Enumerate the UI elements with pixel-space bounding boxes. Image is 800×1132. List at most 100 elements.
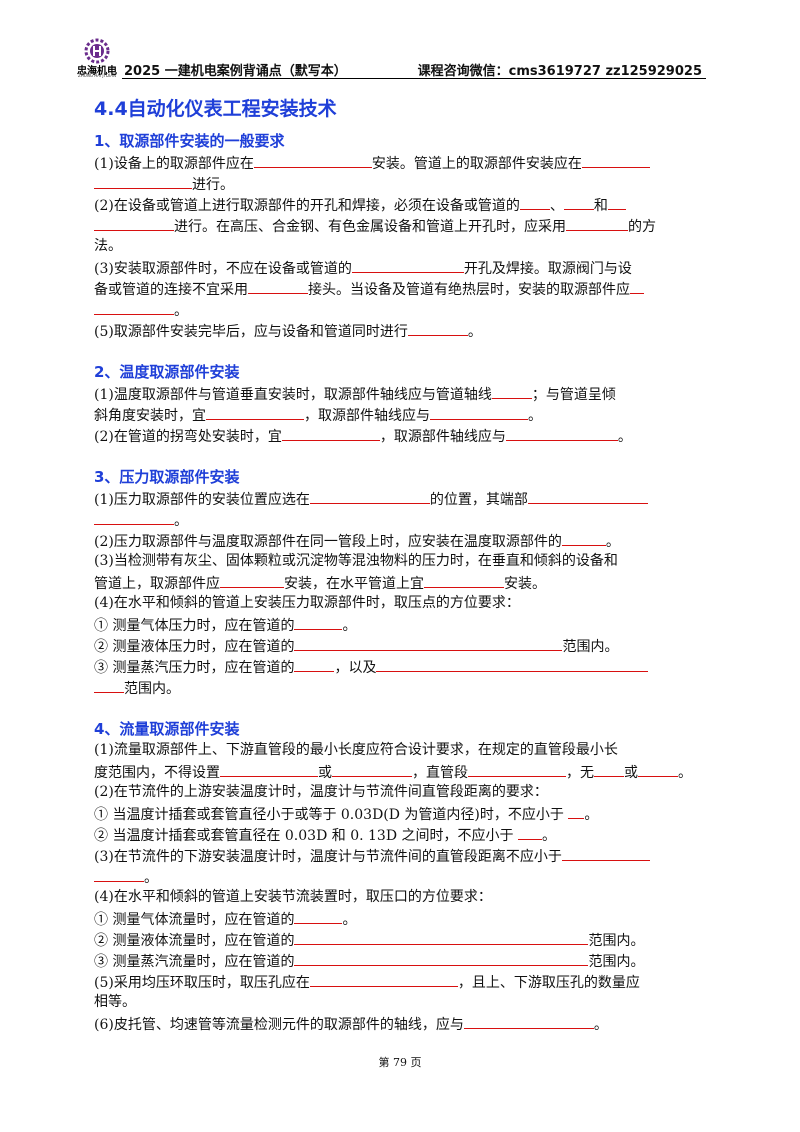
text-line: (2)在管道的拐弯处安装时，宜，取源部件轴线应与。 [94,425,710,446]
text-line: ② 当温度计插套或套管直径在 0.03D 和 0. 13D 之间时，不应小于 。 [94,824,710,845]
fill-in-blank[interactable] [309,971,458,987]
fill-in-blank[interactable] [294,908,343,924]
line-text: (3)安装取源部件时，不应在设备或管道的 [94,261,352,277]
line-text: (2)在设备或管道上进行取源部件的开孔和焊接，必须在设备或管道的 [94,198,520,214]
logo-name: 忠海机电 [77,66,117,77]
fill-in-blank[interactable] [94,173,192,189]
fill-in-blank[interactable] [594,761,624,777]
text-line: (1)设备上的取源部件应在安装。管道上的取源部件安装应在 [94,152,710,173]
fill-in-blank[interactable] [491,383,532,399]
fill-in-blank[interactable] [294,929,589,945]
text-line: ② 测量液体压力时，应在管道的范围内。 [94,635,710,656]
section: 2、温度取源部件安装 (1)温度取源部件与管道垂直安装时，取源部件轴线应与管道轴… [94,361,710,446]
fill-in-blank[interactable] [561,845,650,861]
line-text: (3)在节流件的下游安装温度计时，温度计与节流件间的直管段距离不应小于 [94,849,562,865]
line-text: 的方 [628,219,656,235]
fill-in-blank[interactable] [294,950,589,966]
text-line: 。 [94,509,710,530]
text-line: 度范围内，不得设置或，直管段，无或。 [94,761,710,782]
text-line: (2)在节流件的上游安装温度计时，温度计与节流件间直管段距离的要求： [94,782,710,803]
line-text: (1)压力取源部件的安装位置应选在 [94,492,310,508]
fill-in-blank[interactable] [638,761,678,777]
line-text: 斜角度安装时，宜 [94,408,206,424]
fill-in-blank[interactable] [561,530,606,546]
line-text: 。 [617,429,632,445]
fill-in-blank[interactable] [351,257,464,273]
text-line: (4)在水平和倾斜的管道上安装压力取源部件时，取压点的方位要求： [94,593,710,614]
fill-in-blank[interactable] [253,152,372,168]
fill-in-blank[interactable] [424,572,504,588]
fill-in-blank[interactable] [463,1013,594,1029]
section: 3、压力取源部件安装 (1)压力取源部件的安装位置应选在的位置，其端部。(2)压… [94,466,710,698]
fill-in-blank[interactable] [248,278,308,294]
line-text: 。 [342,912,357,928]
line-text: 的位置，其端部 [429,492,528,508]
section-title: 3、压力取源部件安装 [94,468,240,486]
fill-in-blank[interactable] [517,824,542,840]
line-text: (6)皮托管、均速管等流量检测元件的取源部件的轴线，应与 [94,1017,464,1033]
fill-in-blank[interactable] [527,488,648,504]
line-text: ，取源部件轴线应与 [379,429,506,445]
fill-in-blank[interactable] [430,404,528,420]
line-text: (2)在节流件的上游安装温度计时，温度计与节流件间直管段距离的要求： [94,784,548,800]
text-line: 备或管道的连接不宜采用接头。当设备及管道有绝热层时，安装的取源部件应 [94,278,710,299]
logo-gear-icon [84,38,110,64]
text-line: 相等。 [94,992,710,1013]
fill-in-blank[interactable] [309,488,430,504]
text-line: (2)在设备或管道上进行取源部件的开孔和焊接，必须在设备或管道的、和 [94,194,710,215]
section: 4、流量取源部件安装 (1)流量取源部件上、下游直管段的最小长度应符合设计要求，… [94,718,710,1034]
fill-in-blank[interactable] [94,509,174,525]
line-text: 安装。管道上的取源部件安装应在 [371,156,582,172]
fill-in-blank[interactable] [94,299,174,315]
text-line: (3)在节流件的下游安装温度计时，温度计与节流件间的直管段距离不应小于 [94,845,710,866]
line-text: 或 [318,765,332,781]
header-contact-text: 课程咨询微信：cms3619727 zz125929025 [417,64,702,79]
line-text: ② 当温度计插套或套管直径在 0.03D 和 0. 13D 之间时，不应小于 [94,828,518,844]
fill-in-blank[interactable] [505,425,618,441]
logo-pinyin: ZHONG HAI JI DIAN [77,73,117,78]
text-line: ③ 测量蒸汽压力时，应在管道的，以及 [94,656,710,677]
line-text: ① 测量气体流量时，应在管道的 [94,912,295,928]
fill-in-blank[interactable] [407,320,468,336]
fill-in-blank[interactable] [294,614,343,630]
line-text: (1)温度取源部件与管道垂直安装时，取源部件轴线应与管道轴线 [94,387,492,403]
fill-in-blank[interactable] [220,572,284,588]
line-text: (4)在水平和倾斜的管道上安装压力取源部件时，取压点的方位要求： [94,595,520,611]
text-line: 斜角度安装时，宜，取源部件轴线应与。 [94,404,710,425]
line-text: 。 [342,618,357,634]
line-text: 。 [467,324,482,340]
fill-in-blank[interactable] [94,215,174,231]
fill-in-blank[interactable] [220,761,318,777]
fill-in-blank[interactable] [468,761,566,777]
fill-in-blank[interactable] [294,635,563,651]
fill-in-blank[interactable] [566,215,628,231]
fill-in-blank[interactable] [294,656,335,672]
text-line: (1)压力取源部件的安装位置应选在 的位置，其端部 [94,488,710,509]
fill-in-blank[interactable] [568,803,585,819]
text-line: 进行。 [94,173,710,194]
fill-in-blank[interactable] [94,866,144,882]
line-text: ，以及 [334,660,377,676]
line-text: ，直管段 [412,765,468,781]
line-text: (1)流量取源部件上、下游直管段的最小长度应符合设计要求，在规定的直管段最小长 [94,742,618,758]
line-text: 法。 [94,238,122,254]
fill-in-blank[interactable] [206,404,304,420]
logo: 忠海机电 ZHONG HAI JI DIAN [76,38,118,78]
fill-in-blank[interactable] [94,677,124,693]
text-line: 进行。在高压、合金钢、有色金属设备和管道上开孔时，应采用的方 [94,215,710,236]
line-text: 。 [174,513,188,529]
fill-in-blank[interactable] [630,278,644,294]
fill-in-blank[interactable] [581,152,650,168]
fill-in-blank[interactable] [332,761,412,777]
line-text: 。 [174,303,188,319]
fill-in-blank[interactable] [607,194,626,210]
fill-in-blank[interactable] [563,194,594,210]
fill-in-blank[interactable] [281,425,380,441]
section-title: 1、取源部件安装的一般要求 [94,132,285,150]
line-text: 安装，在水平管道上宜 [284,576,424,592]
fill-in-blank[interactable] [519,194,550,210]
page-title: 4.4自动化仪表工程安装技术 [94,98,337,120]
line-text: ，且上、下游取压孔的数量应 [457,975,640,991]
fill-in-blank[interactable] [376,656,649,672]
line-text: 。 [584,807,599,823]
